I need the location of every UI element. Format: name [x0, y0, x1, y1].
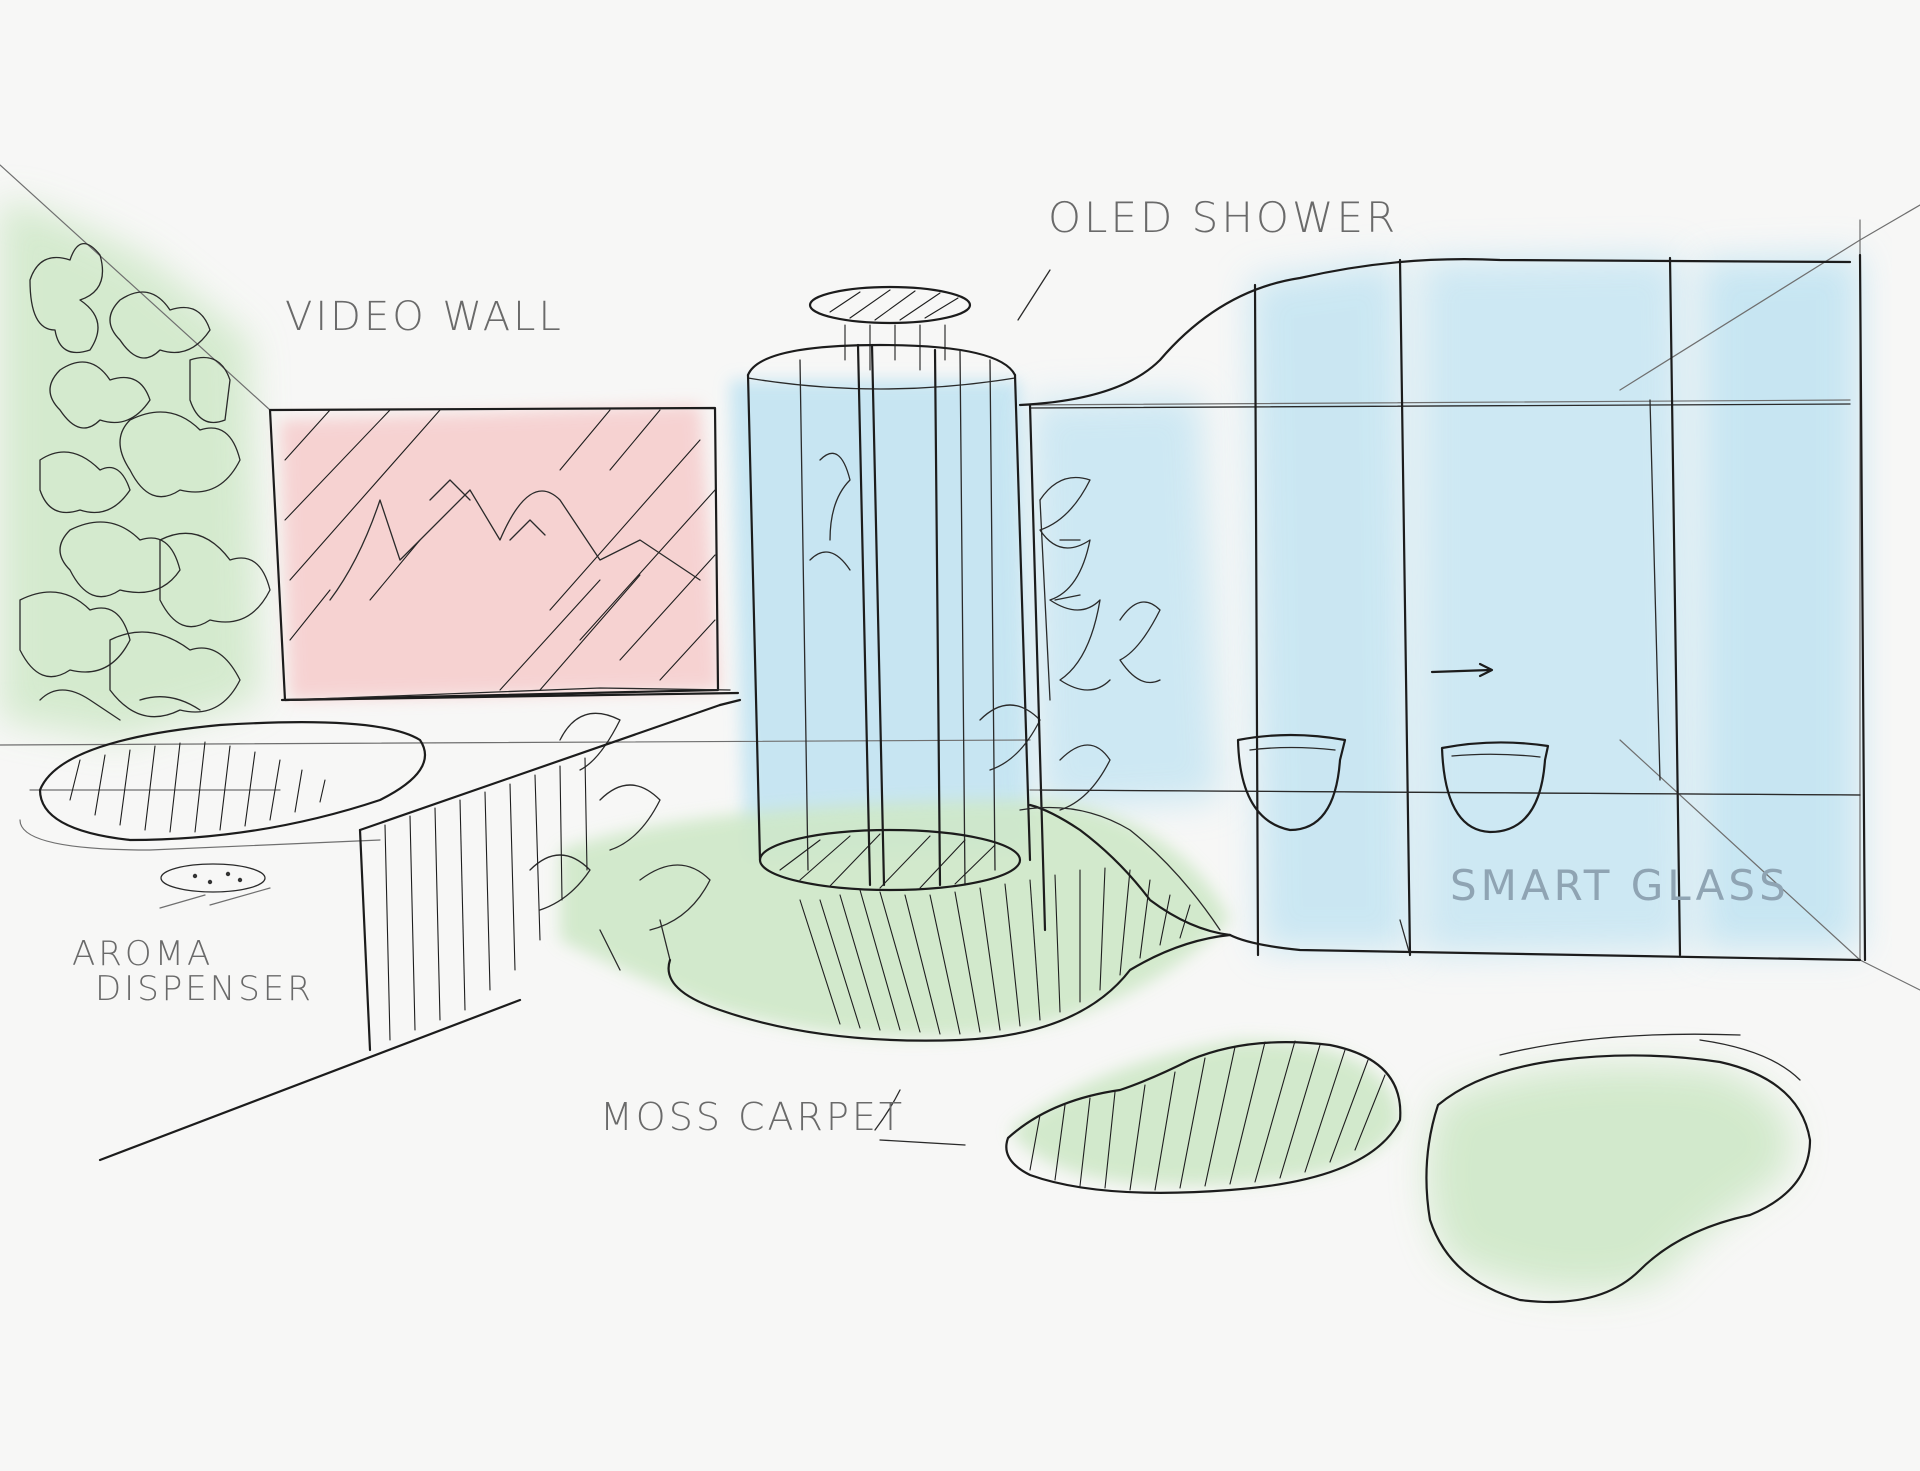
aroma-dispenser-disc [160, 863, 266, 893]
moss-pad-1-hatching [1029, 1040, 1386, 1191]
label-video-wall: VIDEO WALL [285, 294, 564, 340]
aroma-dispenser [159, 863, 271, 909]
label-aroma-line1: AROMA [72, 934, 213, 974]
smart-glass-blue-wash-4 [1700, 255, 1860, 950]
label-oled-shower: OLED SHOWER [1048, 193, 1398, 242]
smart-glass-wall [1018, 253, 1867, 962]
video-wall [268, 406, 740, 702]
label-smart-glass: SMART GLASS [1450, 861, 1790, 910]
smart-glass-blue-wash-1 [1030, 395, 1220, 810]
shower-blue-wash [730, 380, 1030, 860]
smart-glass-blue-wash-2 [1250, 260, 1410, 950]
moss-carpet [667, 806, 1232, 1146]
moss-pad-1 [1005, 1041, 1402, 1194]
shower-head-hatching [829, 289, 959, 321]
annotation-labels: VIDEO WALL OLED SHOWER SMART GLASS AROMA… [72, 193, 1790, 1139]
shower-base-hatching [779, 833, 996, 889]
moss-pad-2 [1425, 1054, 1812, 1304]
moss-pads [1005, 1033, 1812, 1304]
shower-head-disc [808, 285, 972, 325]
water-streams [844, 324, 946, 371]
wall-toilet [1236, 733, 1347, 832]
label-moss-carpet: MOSS CARPET [600, 1095, 905, 1139]
oled-shower [746, 269, 1051, 892]
moss-pad-1-wash [1010, 1040, 1400, 1186]
moss-pad-2-wash [1427, 1064, 1792, 1292]
smart-glass-blue-wash-3 [1420, 255, 1690, 955]
fern-plants [529, 452, 1161, 971]
video-wall-hatching [284, 409, 716, 691]
shower-base [758, 828, 1022, 892]
bathtub-hatching [69, 741, 326, 833]
moss-carpet-green-wash [560, 800, 1230, 1038]
color-washes [0, 200, 1860, 1292]
label-aroma-line2: DISPENSER [95, 969, 314, 1009]
platform-step [98, 698, 742, 1162]
plant-wall-scribbles [19, 243, 271, 721]
bathtub [38, 721, 426, 842]
video-wall-pink-wash [280, 405, 720, 700]
step-riser-hatching [384, 757, 588, 1041]
wall-bidet [1440, 741, 1550, 834]
moss-carpet-hatching [799, 867, 1191, 1035]
